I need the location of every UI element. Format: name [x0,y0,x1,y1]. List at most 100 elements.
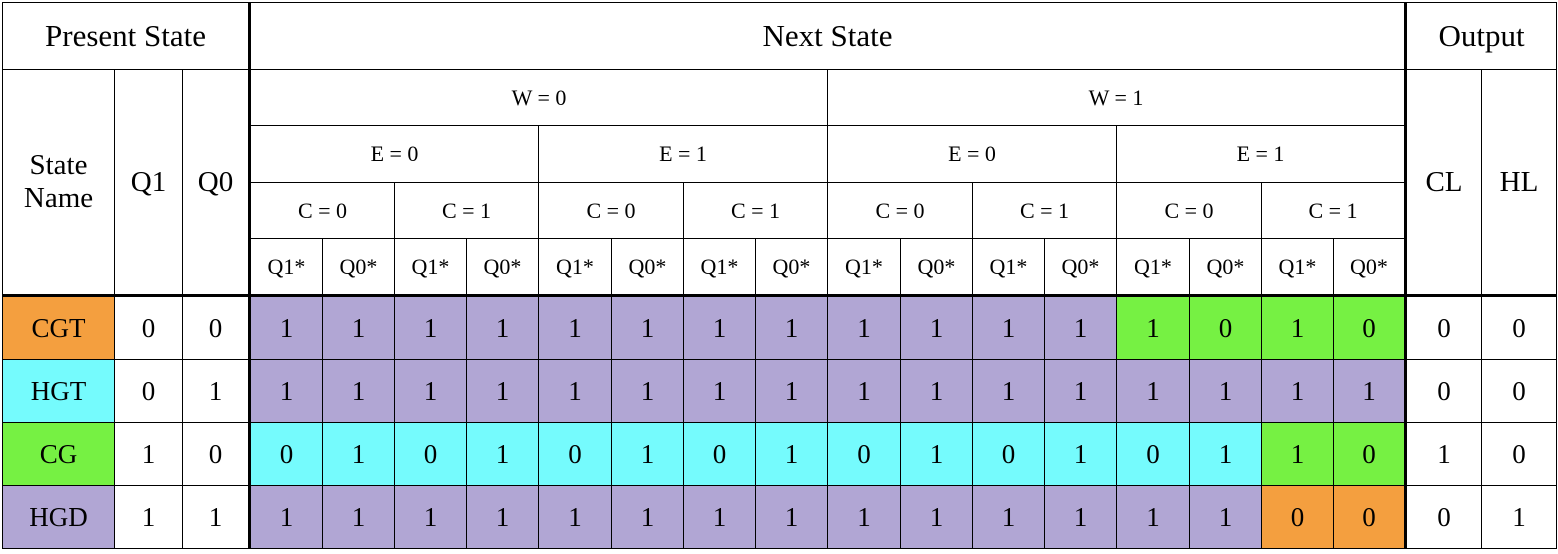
q0-next-cell: 1 [322,422,395,486]
q0-next-cell: 1 [611,359,684,423]
q0-next-cell: 0 [1333,295,1406,360]
c1-header: C = 1 [1261,182,1406,239]
state-name-header: State Name [2,69,115,297]
q1-next-cell: 1 [249,295,323,360]
q1-next-cell: 1 [538,485,612,549]
q0-next-cell: 1 [1044,422,1117,486]
q1-next-header: Q1* [1116,238,1190,297]
q0-next-cell: 1 [755,422,828,486]
q0-next-cell: 1 [322,485,395,549]
q0-next-cell: 1 [755,359,828,423]
q0-next-cell: 1 [1189,359,1262,423]
q1-next-cell: 1 [249,359,323,423]
hl-cell: 1 [1481,485,1557,549]
q0-next-header: Q0* [1189,238,1262,297]
q0-next-cell: 1 [611,295,684,360]
q1-cell: 0 [114,359,183,423]
q0-next-cell: 1 [466,485,539,549]
q0-next-cell: 1 [1189,485,1262,549]
cl-cell: 1 [1404,422,1482,486]
q1-cell: 1 [114,422,183,486]
q1-next-header: Q1* [683,238,756,297]
cl-cell: 0 [1404,295,1482,360]
q0-next-cell: 1 [322,359,395,423]
cl-header: CL [1404,69,1482,297]
q0-next-cell: 1 [611,485,684,549]
state-name-cell: HGD [2,485,115,549]
q0-next-header: Q0* [755,238,828,297]
q0-next-cell: 1 [466,422,539,486]
q1-next-cell: 0 [972,422,1045,486]
q0-next-cell: 0 [1333,485,1406,549]
q1-cell: 0 [114,295,183,360]
q1-next-cell: 0 [538,422,612,486]
q0-next-cell: 1 [1044,359,1117,423]
q1-next-cell: 1 [538,359,612,423]
q1-next-cell: 1 [394,485,467,549]
q0-next-cell: 1 [1333,359,1406,423]
q0-next-cell: 1 [900,485,973,549]
q0-next-cell: 0 [1189,295,1262,360]
q1-header: Q1 [114,69,183,297]
hl-cell: 0 [1481,422,1557,486]
q0-next-cell: 1 [611,422,684,486]
q1-next-cell: 1 [827,359,901,423]
q1-next-cell: 1 [683,485,756,549]
q1-next-cell: 1 [683,359,756,423]
q1-next-header: Q1* [394,238,467,297]
q1-next-cell: 1 [972,359,1045,423]
q1-next-cell: 1 [1116,485,1190,549]
e0-header: E = 0 [249,125,539,183]
w0-header: W = 0 [249,69,828,126]
q0-next-cell: 1 [322,295,395,360]
c0-header: C = 0 [249,182,395,239]
q1-next-cell: 1 [249,485,323,549]
c0-header: C = 0 [1116,182,1262,239]
q1-next-cell: 1 [827,295,901,360]
q1-next-cell: 1 [972,485,1045,549]
q1-next-cell: 0 [1261,485,1334,549]
q0-next-cell: 1 [466,295,539,360]
q1-cell: 1 [114,485,183,549]
state-name-cell: HGT [2,359,115,423]
q1-next-header: Q1* [249,238,323,297]
q1-next-header: Q1* [538,238,612,297]
state-name-cell: CGT [2,295,115,360]
q1-next-cell: 1 [538,295,612,360]
q0-next-header: Q0* [1333,238,1406,297]
q0-next-cell: 1 [1044,295,1117,360]
e0-header: E = 0 [827,125,1117,183]
q1-next-header: Q1* [827,238,901,297]
hl-cell: 0 [1481,295,1557,360]
q1-next-cell: 1 [827,485,901,549]
c1-header: C = 1 [394,182,539,239]
q0-header: Q0 [182,69,251,297]
state-name-cell: CG [2,422,115,486]
q0-next-header: Q0* [900,238,973,297]
q1-next-header: Q1* [1261,238,1334,297]
q0-next-cell: 1 [466,359,539,423]
c1-header: C = 1 [683,182,828,239]
e1-header: E = 1 [1116,125,1406,183]
q0-cell: 1 [182,485,251,549]
w1-header: W = 1 [827,69,1406,126]
q1-next-cell: 0 [683,422,756,486]
c1-header: C = 1 [972,182,1117,239]
q1-next-cell: 1 [1116,359,1190,423]
q1-next-cell: 1 [1261,295,1334,360]
e1-header: E = 1 [538,125,828,183]
q0-next-header: Q0* [1044,238,1117,297]
q0-next-cell: 0 [1333,422,1406,486]
q0-next-cell: 1 [900,359,973,423]
q1-next-cell: 1 [683,295,756,360]
q0-cell: 1 [182,359,251,423]
output-header: Output [1404,2,1557,70]
present-state-header: Present State [2,2,251,70]
q1-next-cell: 1 [1116,295,1190,360]
q1-next-cell: 1 [394,359,467,423]
q1-next-header: Q1* [972,238,1045,297]
q1-next-cell: 1 [1261,422,1334,486]
q0-next-cell: 1 [900,422,973,486]
